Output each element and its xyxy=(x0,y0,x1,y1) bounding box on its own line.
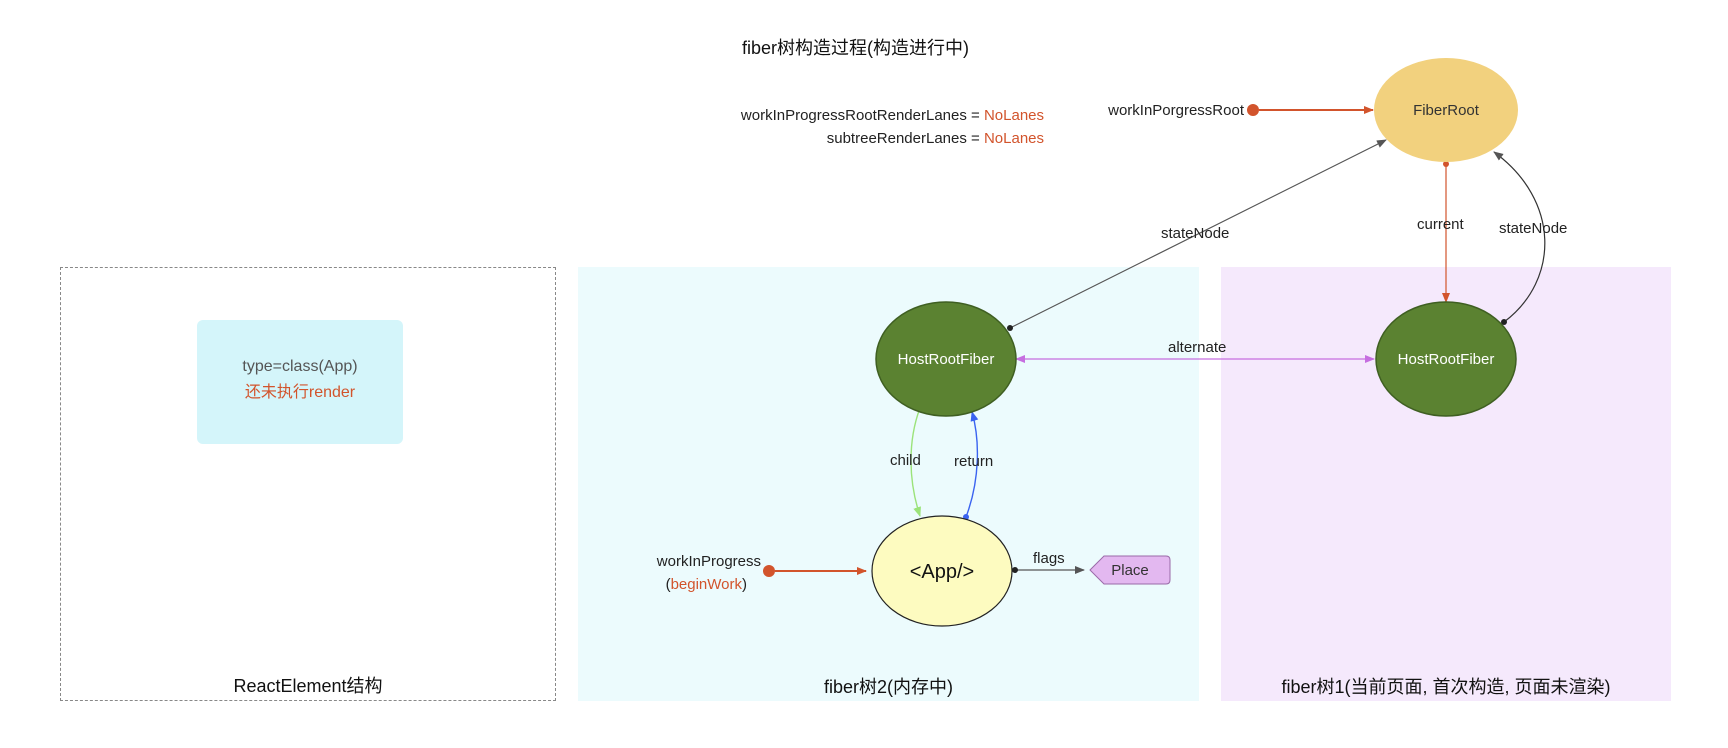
host-root-fiber-current-node: HostRootFiber xyxy=(1375,301,1517,417)
state-node-current-dot xyxy=(1501,319,1507,325)
fiber-root-node: FiberRoot xyxy=(1374,58,1518,162)
state-node-wip-line xyxy=(1009,139,1387,329)
root-render-lanes-label: workInProgressRootRenderLanes = xyxy=(740,107,984,124)
app-label: <App/> xyxy=(910,561,975,583)
alternate-edge: alternate xyxy=(1015,339,1375,363)
state-node-current-edge: stateNode xyxy=(1493,151,1567,325)
app-shape xyxy=(871,515,1013,627)
place-label: Place xyxy=(1111,562,1149,579)
state-node-wip-dot xyxy=(1007,325,1013,331)
react-element-type: type=class(App) xyxy=(242,358,358,375)
fiber-root-shape xyxy=(1374,58,1518,162)
subtree-render-lanes-line: subtreeRenderLanes = NoLanes xyxy=(741,127,1044,150)
host-root-fiber-current-shape xyxy=(1375,301,1517,417)
begin-work-open: ( xyxy=(666,576,671,593)
host-root-fiber-wip-label: HostRootFiber xyxy=(898,351,995,368)
place-node: Place xyxy=(1089,555,1171,585)
fiber-root-label: FiberRoot xyxy=(1413,102,1480,119)
begin-work-line: (beginWork) xyxy=(666,576,747,593)
current-label: current xyxy=(1417,216,1465,233)
flags-dot xyxy=(1012,567,1018,573)
work-in-progress-root-label: workInPorgressRoot xyxy=(1107,102,1245,119)
child-edge: child xyxy=(890,405,923,517)
child-label: child xyxy=(890,452,921,469)
fiber-tree-1-panel-label: fiber树1(当前页面, 首次构造, 页面未渲染) xyxy=(1281,677,1611,697)
root-render-lanes-value: NoLanes xyxy=(983,107,1044,124)
work-in-progress-root-dot xyxy=(1247,104,1259,116)
child-line xyxy=(910,407,921,517)
subtree-render-lanes-value: NoLanes xyxy=(983,130,1044,147)
react-element-panel: type=class(App) 还未执行render ReactElement结… xyxy=(60,267,556,701)
place-shape xyxy=(1089,555,1171,585)
return-edge: return xyxy=(954,411,993,520)
flags-edge: flags xyxy=(1012,550,1085,574)
host-root-fiber-wip-shape xyxy=(875,301,1017,417)
work-in-progress-root-pointer: workInPorgressRoot xyxy=(1107,102,1374,119)
state-node-current-label: stateNode xyxy=(1499,220,1567,237)
current-edge: current xyxy=(1417,161,1465,303)
app-node: <App/> xyxy=(871,515,1013,627)
return-label: return xyxy=(954,453,993,470)
host-root-fiber-current-label: HostRootFiber xyxy=(1398,351,1495,368)
react-element-panel-label: ReactElement结构 xyxy=(233,676,383,696)
state-node-wip-label: stateNode xyxy=(1161,225,1229,242)
work-in-progress-label: workInProgress xyxy=(656,553,761,570)
root-render-lanes-line: workInProgressRootRenderLanes = NoLanes xyxy=(741,104,1044,127)
subtree-render-lanes-label: subtreeRenderLanes = xyxy=(826,130,984,147)
react-element-status: 还未执行render xyxy=(244,384,356,401)
work-in-progress-pointer: workInProgress (beginWork) xyxy=(656,553,867,593)
return-line xyxy=(965,411,979,518)
current-dot xyxy=(1443,161,1449,167)
begin-work-close: ) xyxy=(742,576,747,593)
alternate-label: alternate xyxy=(1168,339,1226,356)
state-node-current-line xyxy=(1493,151,1546,323)
host-root-fiber-wip-node: HostRootFiber xyxy=(875,301,1017,417)
fiber-tree-2-panel-label: fiber树2(内存中) xyxy=(823,677,953,697)
react-element-card: type=class(App) 还未执行render xyxy=(197,320,403,444)
state-node-wip-edge: stateNode xyxy=(1007,139,1387,331)
diagram-title: fiber树构造过程(构造进行中) xyxy=(742,38,970,58)
flags-label: flags xyxy=(1033,550,1065,567)
lanes-info: workInProgressRootRenderLanes = NoLanes … xyxy=(741,104,1044,150)
begin-work-label: beginWork xyxy=(671,576,743,593)
work-in-progress-dot xyxy=(763,565,775,577)
